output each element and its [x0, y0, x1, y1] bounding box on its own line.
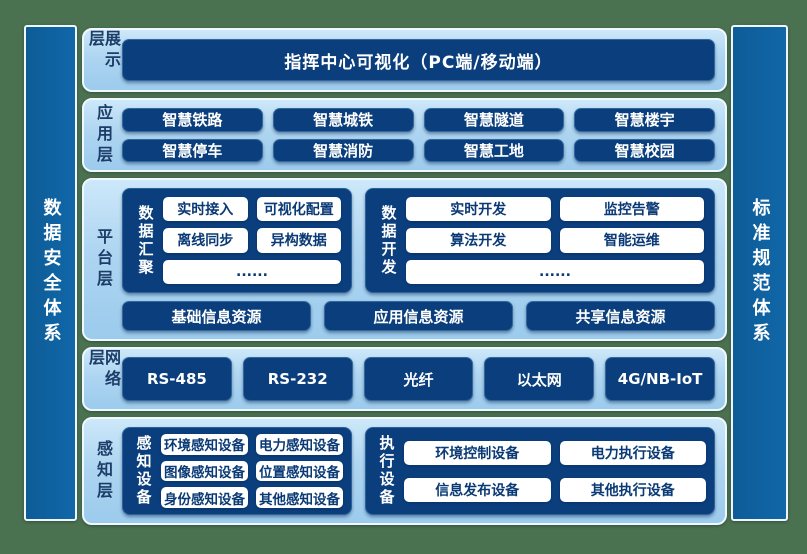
- data-aggregation-panel: 数据汇聚 实时接入 可视化配置 离线同步 异构数据 ......: [122, 188, 352, 293]
- box-shared-info-resource: 共享信息资源: [526, 301, 715, 331]
- data-development-panel: 数据开发 实时开发 监控告警 算法开发 智能运维 ......: [365, 188, 715, 293]
- display-layer: 展示层 指挥中心可视化（PC端/移动端）: [82, 28, 727, 92]
- box-application-info-resource: 应用信息资源: [324, 301, 513, 331]
- box-image-sensing-device: 图像感知设备: [161, 460, 248, 482]
- app-box-smart-building: 智慧楼宇: [574, 108, 715, 132]
- box-identity-sensing-device: 身份感知设备: [161, 487, 248, 508]
- app-box-smart-metro: 智慧城铁: [272, 108, 414, 132]
- sensing-devices-panel-label: 感知设备: [134, 435, 153, 507]
- app-box-smart-tunnel: 智慧隧道: [423, 108, 565, 132]
- perception-layer-label: 感知层: [94, 439, 113, 503]
- box-info-publish-device: 信息发布设备: [404, 477, 551, 502]
- box-visual-config: 可视化配置: [256, 197, 341, 222]
- network-layer: 网络层 RS-485 RS-232 光纤 以太网 4G/NB-IoT: [82, 347, 727, 411]
- network-button-row: RS-485 RS-232 光纤 以太网 4G/NB-IoT: [122, 357, 715, 401]
- data-security-bar: 数据安全体系: [24, 25, 77, 521]
- perception-layer-content: 感知设备 环境感知设备 电力感知设备 图像感知设备 位置感知设备 身份感知设备 …: [122, 419, 725, 523]
- data-aggregation-grid: 实时接入 可视化配置 离线同步 异构数据 ......: [163, 197, 341, 284]
- data-security-bar-label: 数据安全体系: [40, 198, 62, 348]
- data-development-grid: 实时开发 监控告警 算法开发 智能运维 ......: [406, 197, 704, 284]
- box-location-sensing-device: 位置感知设备: [256, 460, 343, 482]
- command-center-visualization-box: 指挥中心可视化（PC端/移动端）: [122, 39, 715, 81]
- application-layer-label: 应用层: [94, 103, 113, 167]
- platform-layer-label: 平台层: [94, 228, 113, 291]
- data-development-panel-label: 数据开发: [379, 204, 398, 277]
- box-algorithm-development: 算法开发: [406, 228, 551, 253]
- box-aggregation-more: ......: [163, 259, 341, 284]
- box-realtime-access: 实时接入: [163, 197, 248, 222]
- box-intelligent-operations: 智能运维: [559, 228, 704, 253]
- execution-devices-panel: 执行设备 环境控制设备 电力执行设备 信息发布设备 其他执行设备: [365, 427, 715, 515]
- standards-bar-label: 标准规范体系: [749, 198, 771, 348]
- box-power-execution-device: 电力执行设备: [559, 440, 706, 465]
- app-box-smart-railway: 智慧铁路: [122, 108, 263, 132]
- display-layer-label: 展示层: [86, 30, 121, 72]
- information-resources-row: 基础信息资源 应用信息资源 共享信息资源: [122, 301, 715, 331]
- sensing-devices-grid: 环境感知设备 电力感知设备 图像感知设备 位置感知设备 身份感知设备 其他感知设…: [161, 434, 343, 508]
- box-offline-sync: 离线同步: [163, 228, 248, 253]
- platform-panels-row: 数据汇聚 实时接入 可视化配置 离线同步 异构数据 ...... 数据开发: [122, 188, 715, 293]
- data-aggregation-panel-label: 数据汇聚: [136, 204, 155, 277]
- standards-bar: 标准规范体系: [731, 25, 788, 521]
- box-power-sensing-device: 电力感知设备: [256, 434, 343, 455]
- application-layer: 应用层 智慧铁路 智慧城铁 智慧隧道 智慧楼宇 智慧停车 智慧消防 智慧工地 智…: [82, 98, 727, 172]
- platform-layer-content: 数据汇聚 实时接入 可视化配置 离线同步 异构数据 ...... 数据开发: [122, 180, 725, 339]
- platform-layer: 平台层 数据汇聚 实时接入 可视化配置 离线同步 异构数据 ......: [82, 178, 727, 341]
- perception-layer: 感知层 感知设备 环境感知设备 电力感知设备 图像感知设备 位置感知设备 身份感…: [82, 417, 727, 525]
- sensing-devices-panel: 感知设备 环境感知设备 电力感知设备 图像感知设备 位置感知设备 身份感知设备 …: [122, 427, 352, 515]
- app-box-smart-parking: 智慧停车: [122, 138, 263, 162]
- box-heterogeneous-data: 异构数据: [256, 228, 341, 253]
- app-box-smart-worksite: 智慧工地: [423, 138, 565, 162]
- box-rs232: RS-232: [242, 357, 353, 401]
- box-rs485: RS-485: [122, 357, 232, 401]
- box-other-sensing-device: 其他感知设备: [256, 487, 343, 508]
- box-4g-nbiot: 4G/NB-IoT: [605, 357, 715, 401]
- execution-devices-grid: 环境控制设备 电力执行设备 信息发布设备 其他执行设备: [404, 434, 706, 508]
- box-monitor-alert: 监控告警: [559, 197, 704, 222]
- app-box-smart-firefighting: 智慧消防: [272, 138, 414, 162]
- box-other-execution-device: 其他执行设备: [559, 477, 706, 502]
- box-realtime-development: 实时开发: [406, 197, 551, 222]
- execution-devices-panel-label: 执行设备: [377, 435, 396, 507]
- box-development-more: ......: [406, 259, 704, 284]
- network-layer-content: RS-485 RS-232 光纤 以太网 4G/NB-IoT: [122, 349, 725, 409]
- display-layer-content: 指挥中心可视化（PC端/移动端）: [122, 30, 725, 90]
- box-ethernet: 以太网: [484, 357, 595, 401]
- box-basic-info-resource: 基础信息资源: [122, 301, 311, 331]
- application-button-grid: 智慧铁路 智慧城铁 智慧隧道 智慧楼宇 智慧停车 智慧消防 智慧工地 智慧校园: [122, 108, 715, 162]
- network-layer-label: 网络层: [86, 349, 121, 391]
- architecture-diagram: 展示层 指挥中心可视化（PC端/移动端） 应用层 智慧铁路 智慧城铁 智慧隧道 …: [82, 28, 727, 525]
- app-box-smart-campus: 智慧校园: [574, 138, 715, 162]
- application-layer-content: 智慧铁路 智慧城铁 智慧隧道 智慧楼宇 智慧停车 智慧消防 智慧工地 智慧校园: [122, 100, 725, 170]
- box-env-control-device: 环境控制设备: [404, 440, 551, 465]
- box-env-sensing-device: 环境感知设备: [161, 434, 248, 455]
- box-optical-fiber: 光纤: [363, 357, 474, 401]
